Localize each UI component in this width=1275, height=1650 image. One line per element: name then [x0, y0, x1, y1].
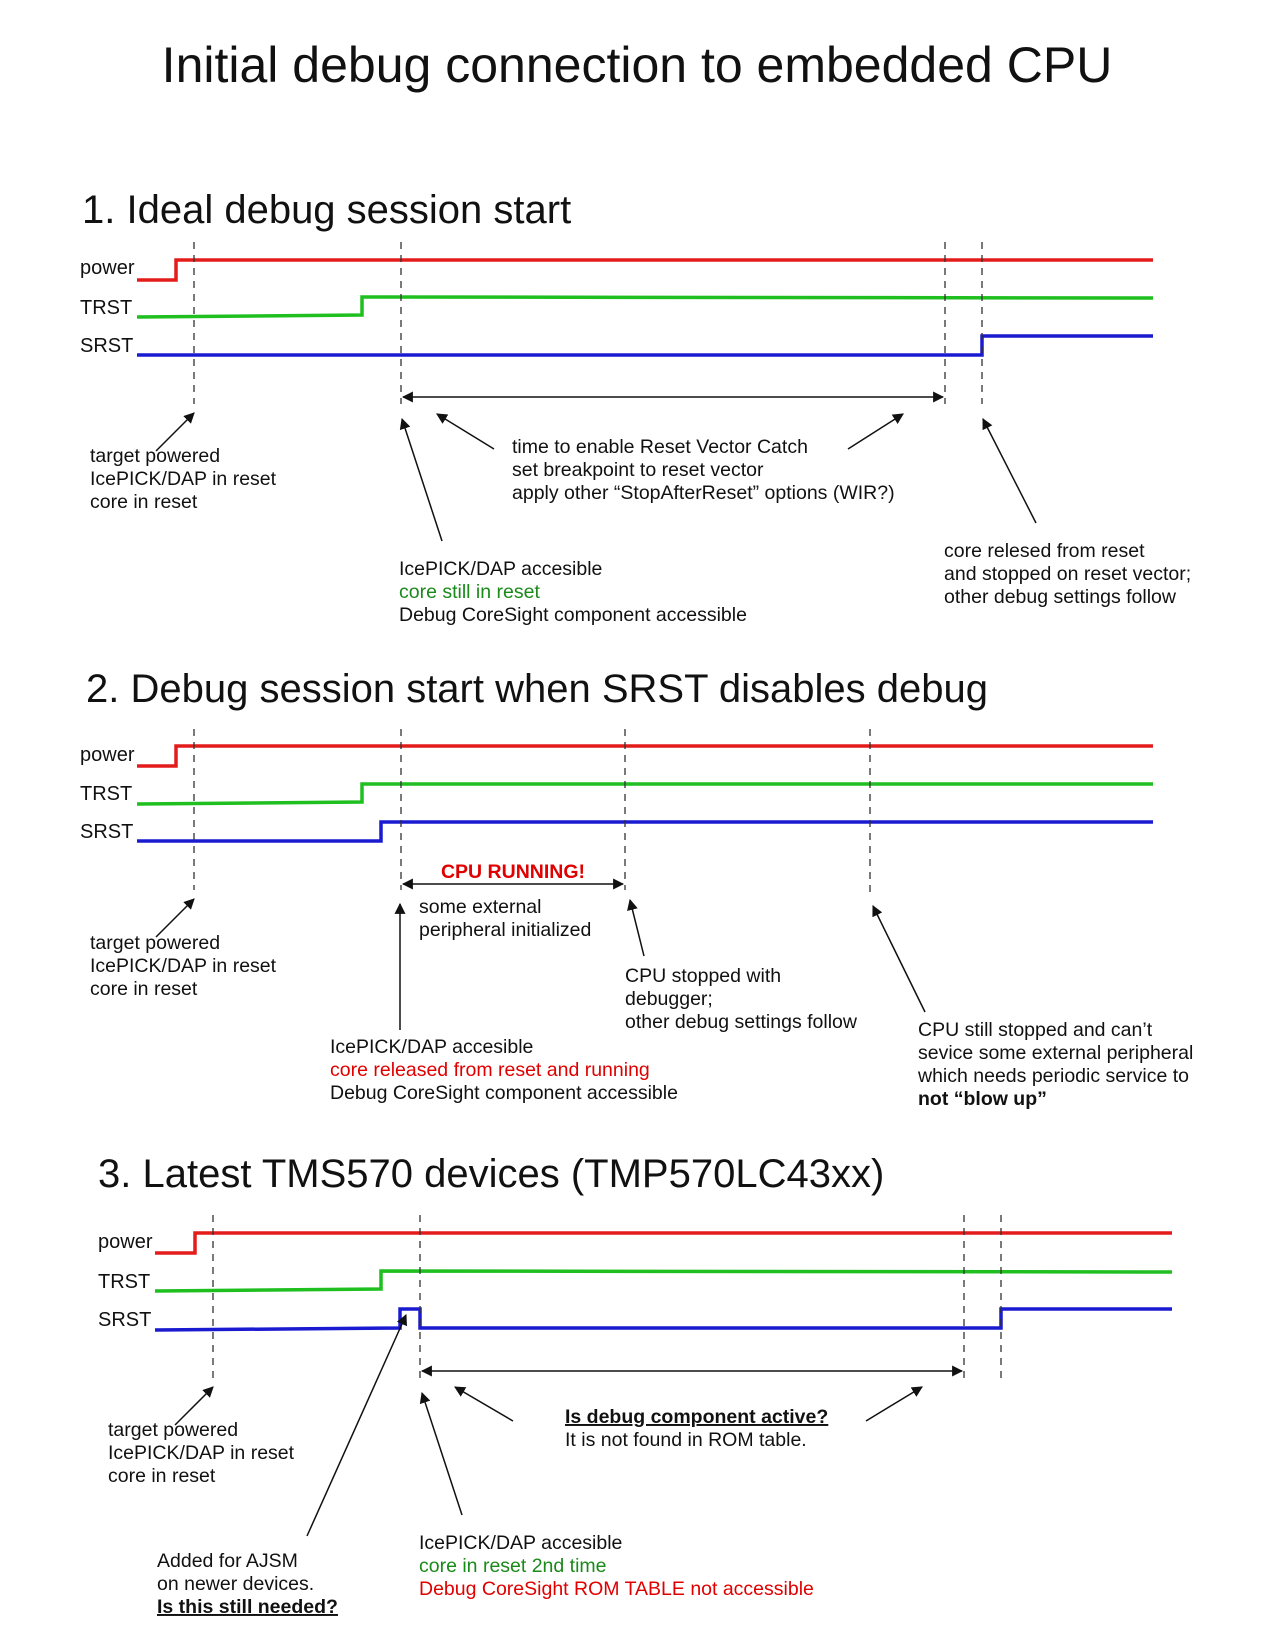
section-3-ajsm-note-line: Added for AJSM — [157, 1550, 298, 1572]
section-1-srst-label: SRST — [80, 335, 133, 357]
section-2-target-note-line: target powered — [90, 932, 220, 954]
section-2-access-note-core-running: core released from reset and running — [330, 1059, 650, 1081]
section-2-power-label: power — [80, 744, 135, 766]
section-1-release-note-line: core relesed from reset — [944, 540, 1145, 562]
section-1-heading: 1. Ideal debug session start — [82, 188, 571, 232]
section-1-release-note: core relesed from reset and stopped on r… — [944, 540, 1197, 608]
section-2-srst-waveform — [137, 820, 1153, 843]
section-2-target-note: target powered IcePICK/DAP in reset core… — [90, 932, 281, 1000]
section-3-ajsm-note: Added for AJSM on newer devices. Is this… — [157, 1550, 338, 1618]
section-3-power-waveform — [155, 1231, 1172, 1255]
section-3-question-note: Is debug component active? It is not fou… — [565, 1406, 834, 1451]
section-3-ajsm-note-line: on newer devices. — [157, 1573, 314, 1595]
section-2-trst-label: TRST — [80, 783, 132, 805]
section-2-target-pointer — [155, 898, 195, 938]
section-2-access-note-line: IcePICK/DAP accesible — [330, 1036, 533, 1058]
section-3-access-pointer — [419, 1391, 463, 1516]
section-2-access-note-line: Debug CoreSight component accessible — [330, 1082, 678, 1104]
section-1-access-pointer — [399, 417, 443, 542]
section-3: 3. Latest TMS570 devices (TMP570LC43xx) … — [98, 1152, 1173, 1618]
section-2-srst-label: SRST — [80, 821, 133, 843]
section-2-peripheral-note-line: peripheral initialized — [419, 919, 591, 941]
section-1-target-note: target powered IcePICK/DAP in reset core… — [90, 445, 281, 513]
section-1-window-pointer-right — [847, 413, 904, 450]
section-3-power-label: power — [98, 1231, 153, 1253]
section-2-target-note-line: core in reset — [90, 978, 198, 1000]
section-3-heading: 3. Latest TMS570 devices (TMP570LC43xx) — [98, 1152, 884, 1196]
section-1-target-note-line: core in reset — [90, 491, 198, 513]
section-2-stopped-note-line: other debug settings follow — [625, 1011, 858, 1033]
section-2-still-note-blow-up: not “blow up” — [918, 1088, 1047, 1110]
section-3-question-pointer-left — [454, 1386, 514, 1422]
section-2-peripheral-note-line: some external — [419, 896, 541, 918]
section-1-target-note-line: target powered — [90, 445, 220, 467]
section-3-access-note: IcePICK/DAP accesible core in reset 2nd … — [419, 1532, 814, 1600]
section-3-trst-label: TRST — [98, 1271, 150, 1293]
page-title: Initial debug connection to embedded CPU — [162, 37, 1113, 93]
section-3-trst-waveform — [154, 1269, 1173, 1293]
section-1-trst-label: TRST — [80, 297, 132, 319]
section-3-target-note: target powered IcePICK/DAP in reset core… — [108, 1419, 299, 1487]
section-3-target-note-line: target powered — [108, 1419, 238, 1441]
section-3-ajsm-question: Is this still needed? — [157, 1596, 338, 1618]
section-2-access-note: IcePICK/DAP accesible core released from… — [330, 1036, 678, 1104]
section-2-power-waveform — [137, 744, 1153, 768]
section-1-window-note-line: apply other “StopAfterReset” options (WI… — [512, 482, 895, 504]
section-1-access-note-core-still-in-reset: core still in reset — [399, 581, 540, 603]
section-3-access-note-core-in-reset: core in reset 2nd time — [419, 1555, 607, 1577]
section-1-window-note-line: time to enable Reset Vector Catch — [512, 436, 808, 458]
section-2-still-note-line: which needs periodic service to — [917, 1065, 1189, 1087]
section-1-target-pointer — [155, 412, 195, 452]
section-2-heading: 2. Debug session start when SRST disable… — [86, 667, 988, 711]
section-3-access-note-rom-table: Debug CoreSight ROM TABLE not accessible — [419, 1578, 814, 1600]
section-2-still-note-line: sevice some external peripheral — [918, 1042, 1193, 1064]
section-3-question-pointer-right — [865, 1386, 923, 1422]
section-1-power-waveform — [137, 258, 1153, 282]
section-2-peripheral-note: some external peripheral initialized — [419, 896, 591, 941]
section-1-release-note-line: other debug settings follow — [944, 586, 1177, 608]
section-2-target-note-line: IcePICK/DAP in reset — [90, 955, 277, 977]
section-2-cpu-running-label: CPU RUNNING! — [441, 861, 585, 883]
section-3-question-detail: It is not found in ROM table. — [565, 1429, 807, 1451]
section-1-access-note-line: IcePICK/DAP accesible — [399, 558, 602, 580]
section-1-target-note-line: IcePICK/DAP in reset — [90, 468, 277, 490]
section-2: 2. Debug session start when SRST disable… — [80, 667, 1199, 1110]
section-1-window-note: time to enable Reset Vector Catch set br… — [512, 436, 895, 504]
section-3-srst-waveform — [154, 1307, 1172, 1332]
section-1-power-label: power — [80, 257, 135, 279]
section-3-ajsm-pointer — [306, 1313, 407, 1537]
section-2-still-note: CPU still stopped and can’t sevice some … — [917, 1019, 1199, 1110]
section-1-trst-waveform — [136, 295, 1154, 319]
section-3-question-heading: Is debug component active? — [565, 1406, 828, 1428]
section-1-release-note-line: and stopped on reset vector; — [944, 563, 1191, 585]
section-1-release-pointer — [982, 418, 1037, 524]
section-1-access-note-line: Debug CoreSight component accessible — [399, 604, 747, 626]
section-1: 1. Ideal debug session start power TRST … — [80, 188, 1197, 626]
section-2-stopped-note: CPU stopped with debugger; other debug s… — [625, 965, 858, 1033]
section-1-window-pointer-left — [436, 413, 495, 450]
section-2-still-pointer — [872, 905, 926, 1013]
section-2-stopped-note-line: CPU stopped with — [625, 965, 781, 987]
section-1-access-note: IcePICK/DAP accesible core still in rese… — [399, 558, 747, 626]
section-1-window-note-line: set breakpoint to reset vector — [512, 459, 764, 481]
section-3-target-pointer — [174, 1386, 214, 1426]
section-2-stopped-note-line: debugger; — [625, 988, 713, 1010]
section-2-trst-waveform — [136, 782, 1153, 806]
section-3-srst-label: SRST — [98, 1309, 151, 1331]
section-2-stopped-pointer — [627, 898, 645, 957]
section-2-still-note-line: CPU still stopped and can’t — [918, 1019, 1153, 1041]
section-1-srst-waveform — [137, 334, 1153, 357]
section-3-access-note-line: IcePICK/DAP accesible — [419, 1532, 622, 1554]
section-3-target-note-line: IcePICK/DAP in reset — [108, 1442, 295, 1464]
section-3-target-note-line: core in reset — [108, 1465, 216, 1487]
